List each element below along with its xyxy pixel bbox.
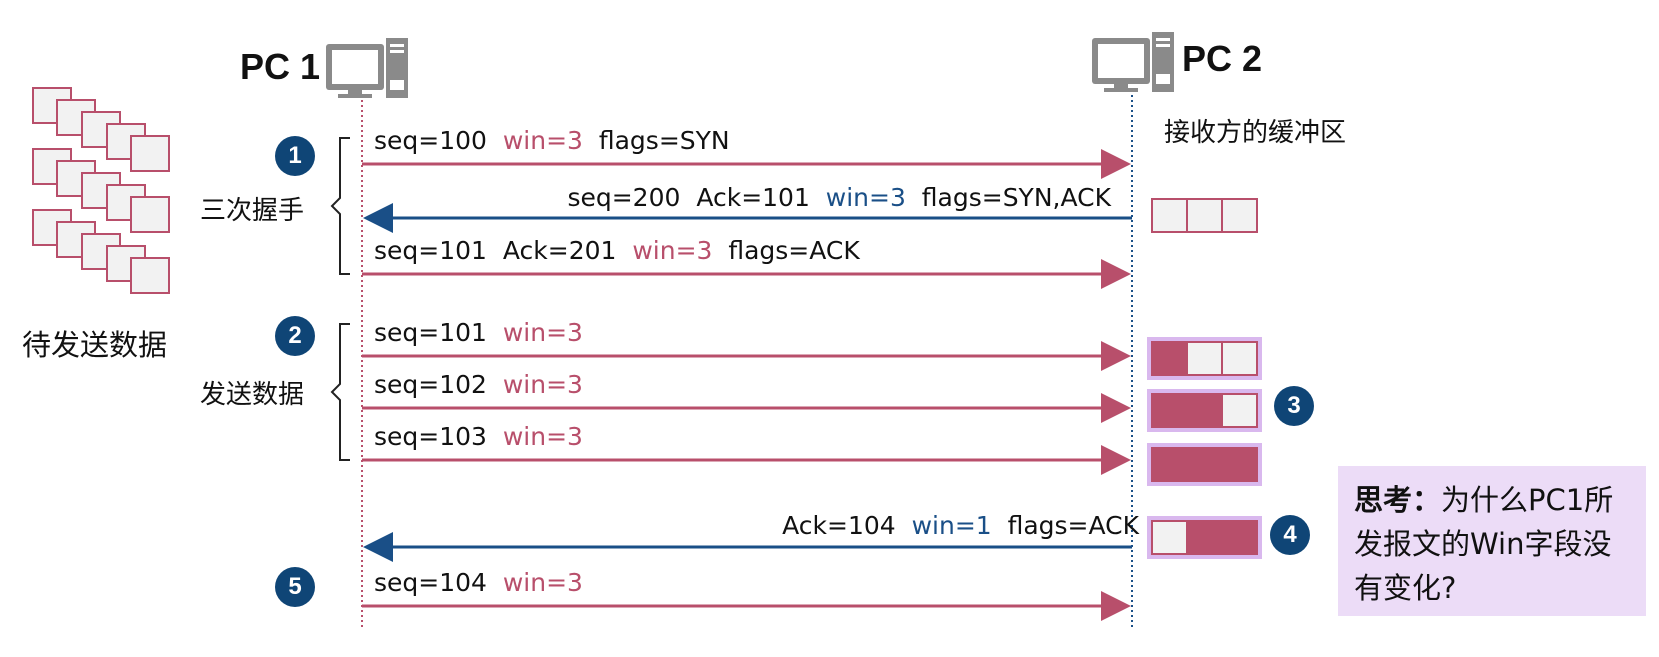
step-badge-2: 2 [275,316,315,356]
receiver-buffer [1147,337,1262,380]
pc2-label: PC 2 [1182,38,1263,79]
think-text-line2: 发报文的Win字段没 [1354,527,1612,561]
think-label: 思考： [1354,483,1442,517]
buffer-cell-filled [1188,393,1223,428]
brace-handshake [330,137,350,275]
buffer-cell-empty [1188,341,1223,376]
pc2-computer-icon [1092,32,1174,92]
buffer-cell-filled [1223,520,1258,555]
group-label-send-data: 发送数据 [200,380,305,410]
message-label: seq=101 win=3 [374,318,583,347]
buffer-cell-filled [1223,447,1258,482]
think-note: 思考：为什么PC1所 发报文的Win字段没 有变化? [1338,466,1646,616]
message-label: seq=103 win=3 [374,422,583,451]
brace-send-data [330,323,350,461]
step-badge-4: 4 [1270,515,1310,555]
pending-data-label: 待发送数据 [22,328,168,362]
pc1-computer-icon [326,38,408,98]
receiver-buffer [1147,516,1262,559]
buffer-cell-empty [1188,198,1223,233]
think-text-line1: 为什么PC1所 [1441,483,1614,517]
buffer-cell-empty [1223,198,1258,233]
buffer-cell-empty [1151,520,1188,555]
receiver-buffer [1147,389,1262,432]
step-badge-5: 5 [275,567,315,607]
step-badge-3: 3 [1274,386,1314,426]
buffer-cell-filled [1151,341,1188,376]
buffer-cell-empty [1223,341,1258,376]
buffer-cell-filled [1188,520,1223,555]
think-text-line3: 有变化? [1354,571,1457,605]
group-label-handshake: 三次握手 [200,196,305,226]
message-label: seq=200 Ack=101 win=3 flags=SYN,ACK [567,183,1111,212]
buffer-cell-empty [1151,198,1188,233]
message-label: Ack=104 win=1 flags=ACK [782,511,1139,540]
buffer-cell-filled [1151,447,1188,482]
receiver-buffer [1151,198,1258,233]
message-label: seq=101 Ack=201 win=3 flags=ACK [374,236,860,265]
receiver-buffer [1147,443,1262,486]
receiver-buffer-label: 接收方的缓冲区 [1164,118,1347,148]
message-label: seq=102 win=3 [374,370,583,399]
message-label: seq=104 win=3 [374,568,583,597]
buffer-cell-filled [1188,447,1223,482]
message-label: seq=100 win=3 flags=SYN [374,126,730,155]
buffer-cell-filled [1151,393,1188,428]
step-badge-1: 1 [275,136,315,176]
buffer-cell-empty [1223,393,1258,428]
pc1-label: PC 1 [240,46,321,87]
pending-data-stack [32,87,170,294]
